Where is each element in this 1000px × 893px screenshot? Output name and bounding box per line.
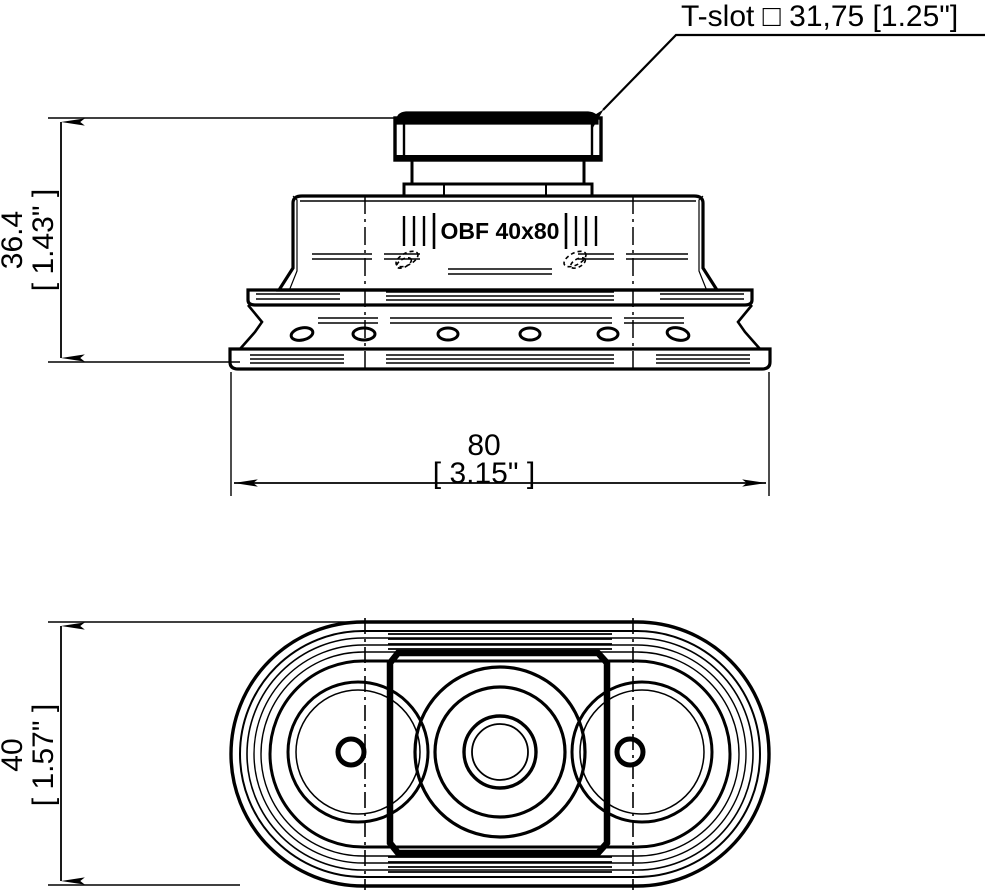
part-marking-label: OBF 40x80 — [441, 218, 560, 244]
mid-flange-outline — [246, 288, 754, 307]
bellows-upper-outline — [276, 194, 720, 292]
mid-flange-detail — [256, 291, 744, 301]
plan-oval-ring-4 — [260, 651, 740, 857]
plan-outer-oval — [229, 620, 771, 888]
plan-left-pocket — [286, 680, 430, 824]
side-view-centerlines — [364, 196, 634, 374]
base-skirt-outline — [228, 347, 772, 371]
callout-t-slot-group: T-slot □ 31,75 [1.25"] — [584, 0, 985, 129]
t-slot-neck — [402, 161, 594, 198]
lip-detail-lines — [318, 317, 684, 324]
dimension-width-mm: 80 — [467, 429, 500, 462]
dimension-width-inch: [ 3.15" ] — [433, 457, 535, 490]
left-pocket-outer — [286, 680, 430, 824]
neck-outline — [410, 161, 586, 186]
dimension-height: 36.4 [ 1.43" ] — [0, 117, 420, 363]
callout-t-slot-label: T-slot □ 31,75 [1.25"] — [681, 0, 958, 33]
plan-rib-lines-top — [388, 633, 612, 650]
bottom-plan-view — [229, 618, 771, 890]
lip-hole — [436, 326, 460, 342]
lip-hole — [289, 326, 315, 342]
bellows-upper-fold: OBF 40x80 — [276, 194, 720, 292]
lip-hole — [351, 326, 377, 342]
dimension-depth-mm: 40 — [0, 738, 29, 771]
plan-center-bore — [413, 665, 587, 839]
dimension-depth: 40 [ 1.57" ] — [0, 621, 420, 886]
center-plate-inner-edge — [389, 652, 608, 854]
dimension-width: 80 [ 3.15" ] — [230, 372, 770, 496]
bore-ring-mid — [433, 685, 567, 819]
dimension-height-inch: [ 1.43" ] — [27, 189, 60, 291]
plan-right-pocket — [570, 680, 714, 824]
plan-rib-lines-bottom — [388, 856, 612, 873]
neck-collar — [402, 182, 594, 198]
bore-ring-outer — [413, 665, 587, 839]
emboss-ribs-right — [564, 213, 598, 249]
plan-oval-ring-2 — [246, 637, 754, 871]
lip-hole — [518, 326, 542, 342]
plan-oval-ring-1 — [239, 630, 761, 878]
lip-hole-row — [289, 326, 691, 342]
vent-marks — [395, 250, 587, 269]
bore-ring-inner — [462, 714, 538, 790]
bore-ring-core — [471, 723, 529, 781]
dimension-height-mm: 36.4 — [0, 211, 29, 269]
emboss-ribs-left — [402, 213, 436, 249]
plan-oval-ring-5 — [268, 659, 732, 849]
base-skirt-detail — [250, 354, 750, 364]
leader-line-t-slot — [584, 33, 985, 129]
dimension-depth-inch: [ 1.57" ] — [27, 704, 60, 806]
plan-oval-ring-3 — [253, 644, 747, 864]
t-slot-head-base-band — [395, 155, 601, 161]
t-slot-head — [393, 111, 603, 162]
lip-hole — [665, 326, 691, 342]
right-pocket-inner — [579, 689, 705, 815]
right-vent-hole — [614, 736, 646, 768]
center-plate-outline — [386, 649, 611, 857]
lip-side-profile — [239, 304, 761, 350]
side-elevation-view: OBF 40x80 — [228, 111, 772, 374]
left-vent-hole — [335, 736, 367, 768]
plan-view-centerlines — [364, 618, 634, 890]
right-pocket-outer — [570, 680, 714, 824]
left-pocket-inner — [295, 689, 421, 815]
bellows-mid-flange — [246, 288, 754, 307]
plan-center-plate — [386, 649, 611, 857]
lip-hole — [596, 326, 620, 342]
bellows-upper-detail-lines — [312, 253, 688, 275]
sealing-lip-body — [228, 304, 772, 371]
